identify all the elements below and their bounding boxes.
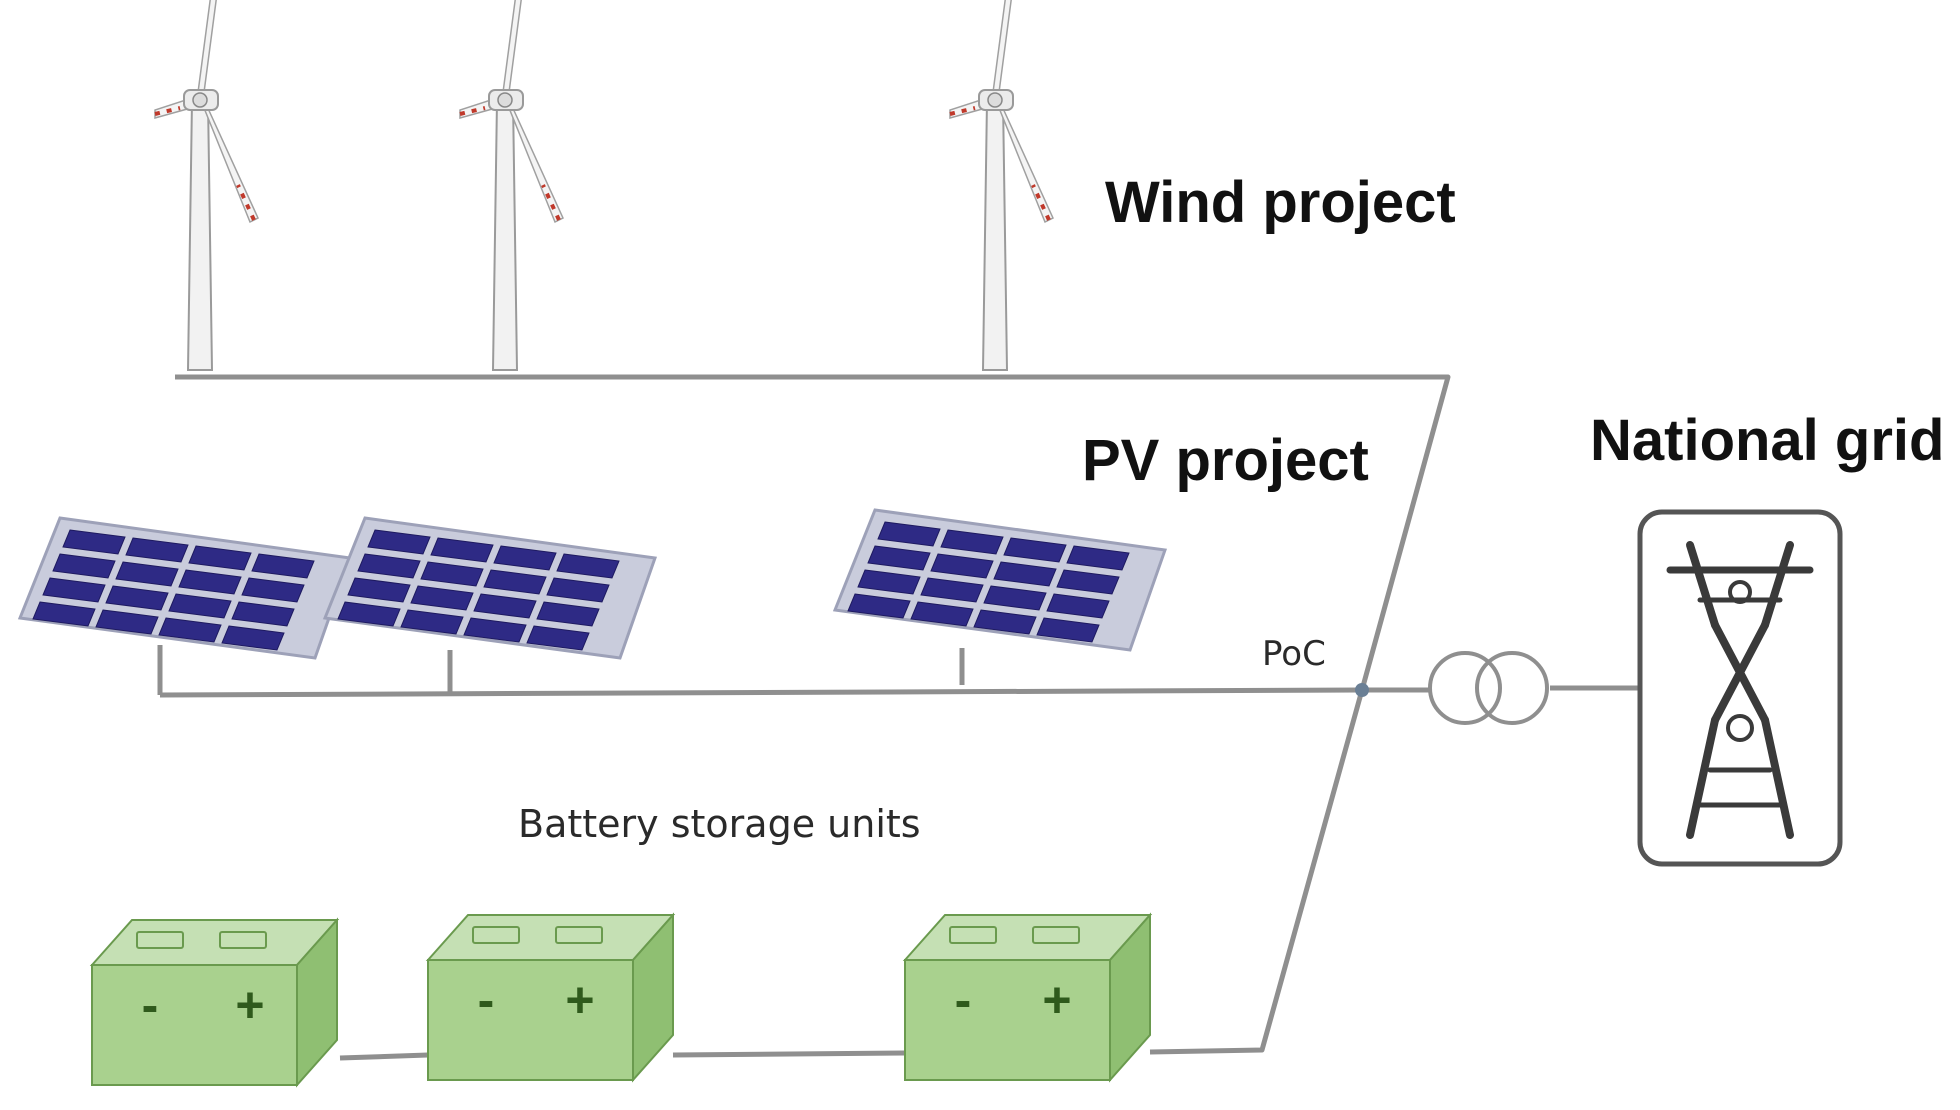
pv-feeder-line: [159, 687, 1363, 698]
solar-panel-icon: [18, 516, 352, 660]
battery-unit-1: - +: [91, 919, 338, 1086]
national-grid-box: [1637, 509, 1843, 867]
battery-plus-label: +: [235, 977, 264, 1033]
solar-panel-1: [18, 516, 352, 660]
national-grid-label: National grid: [1590, 408, 1944, 473]
poc-node: [1355, 683, 1369, 697]
battery-minus-label: -: [478, 972, 495, 1028]
wind-turbine-icon: [948, 0, 1055, 372]
battery-icon: [91, 919, 338, 1086]
wind-feeder-line: [175, 374, 1451, 691]
wind-turbine-3: [948, 0, 1055, 372]
battery-feeder-line: [1149, 689, 1365, 1055]
battery-minus-label: -: [142, 977, 159, 1033]
battery-plus-label: +: [565, 972, 594, 1028]
solar-panel-icon: [323, 516, 657, 660]
solar-panel-3: [833, 508, 1167, 652]
wind-turbine-icon: [153, 0, 260, 372]
transmission-tower-icon: [1666, 541, 1814, 839]
solar-panel-2: [323, 516, 657, 660]
battery-icon: [904, 914, 1151, 1081]
battery-unit-2: - +: [427, 914, 674, 1081]
wiring: [157, 374, 1640, 1061]
wind-turbine-1: [153, 0, 260, 372]
battery-minus-label: -: [955, 972, 972, 1028]
battery-plus-label: +: [1042, 972, 1071, 1028]
battery-link-2: [672, 1050, 906, 1058]
poc-label: PoC: [1262, 634, 1326, 674]
wind-project-label: Wind project: [1105, 170, 1456, 235]
wind-turbine-2: [458, 0, 565, 372]
battery-icon: [427, 914, 674, 1081]
battery-unit-3: - +: [904, 914, 1151, 1081]
wind-turbine-icon: [458, 0, 565, 372]
solar-panel-icon: [833, 508, 1167, 652]
pv-project-label: PV project: [1082, 428, 1369, 493]
transformer-icon: [1428, 651, 1549, 725]
battery-link-1: [339, 1052, 429, 1061]
battery-storage-label: Battery storage units: [518, 802, 921, 846]
